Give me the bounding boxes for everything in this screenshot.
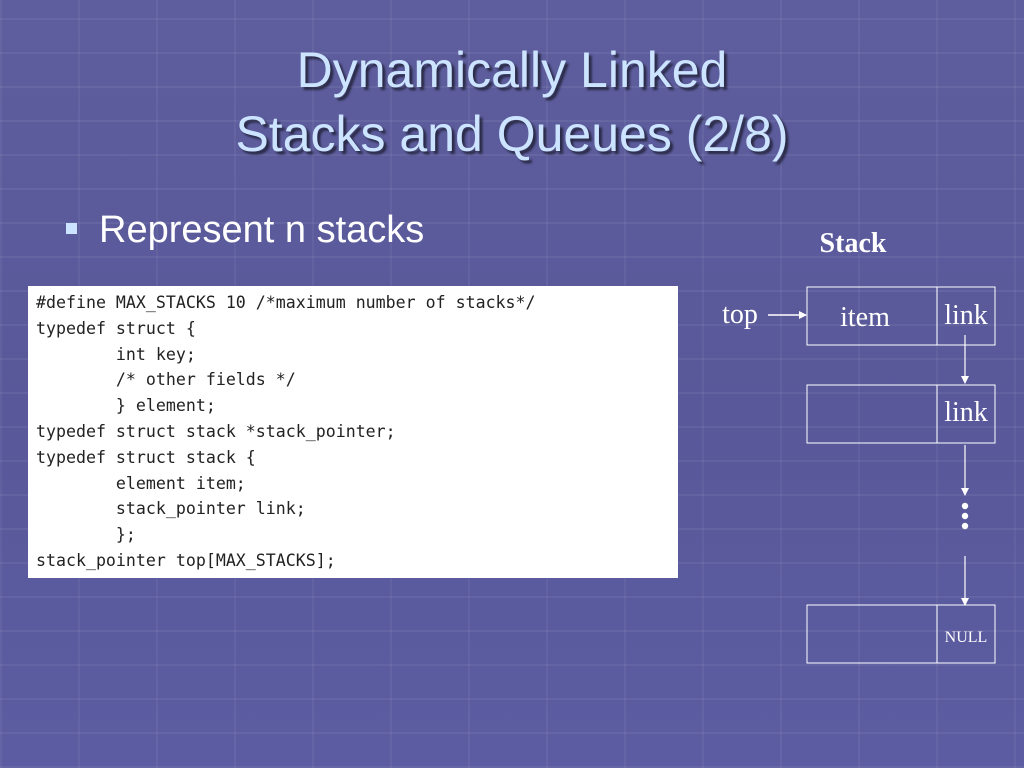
ellipsis-dot — [961, 522, 969, 530]
code-line: }; — [36, 525, 136, 545]
code-line: element item; — [36, 473, 246, 493]
bullet-item: Represent n stacks — [66, 206, 424, 254]
node-2-box — [806, 384, 996, 444]
code-line: #define MAX_STACKS 10 /*maximum number o… — [36, 293, 536, 312]
node-1-link-label: link — [944, 300, 988, 331]
node-3-box — [806, 604, 996, 664]
code-line: stack_pointer top[MAX_STACKS]; — [36, 550, 336, 570]
code-line: stack_pointer link; — [36, 499, 306, 519]
null-label: NULL — [945, 629, 988, 646]
code-line: int key; — [36, 344, 196, 364]
bullet-text: Represent n stacks — [99, 209, 425, 251]
node-2-link-label: link — [944, 397, 988, 428]
code-line: } element; — [36, 396, 216, 416]
code-lines: #define MAX_STACKS 10 /*maximum number o… — [36, 290, 670, 574]
title-line-1: Dynamically Linked — [296, 42, 728, 98]
node-1-item-label: item — [840, 302, 890, 333]
code-listing: #define MAX_STACKS 10 /*maximum number o… — [28, 286, 678, 578]
title-line-2: Stacks and Queues (2/8) — [235, 106, 789, 162]
ellipsis-dots — [961, 502, 969, 530]
top-label: top — [722, 299, 758, 330]
code-line: typedef struct stack *stack_pointer; — [36, 421, 396, 441]
code-line: typedef struct stack { — [36, 447, 256, 467]
code-line: /* other fields */ — [36, 370, 296, 390]
ellipsis-dot — [961, 502, 969, 510]
ellipsis-dot — [961, 512, 969, 520]
node-1-box — [806, 286, 996, 346]
stack-heading: Stack — [820, 228, 887, 259]
code-line: typedef struct { — [36, 318, 196, 338]
slide-title: Dynamically Linked Stacks and Queues (2/… — [0, 38, 1024, 166]
square-bullet-icon — [66, 222, 77, 234]
